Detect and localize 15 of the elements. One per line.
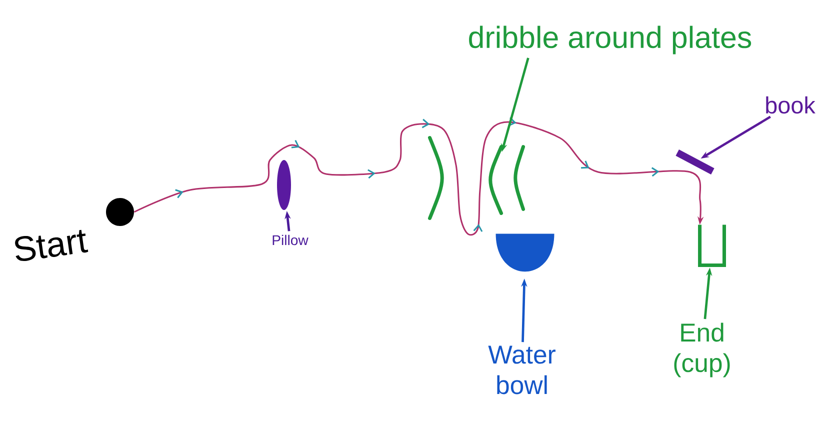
start-dot: [106, 198, 134, 226]
bowl-label: Water bowl: [488, 346, 556, 394]
plate-label: dribble around plates: [469, 26, 752, 54]
start-label: Start: [15, 230, 88, 262]
pillow-shape: [277, 160, 291, 210]
plate-arc: [514, 145, 525, 211]
plate-arc: [488, 145, 503, 215]
book-label: book: [766, 96, 816, 114]
water-bowl: [496, 234, 554, 272]
pillow-label: Pillow: [272, 234, 308, 246]
cup-shape: [698, 224, 726, 267]
path-arrow: [134, 117, 704, 235]
end-label: End (cup): [674, 322, 730, 378]
book-shape: [676, 150, 714, 174]
plate-arc: [428, 136, 444, 220]
